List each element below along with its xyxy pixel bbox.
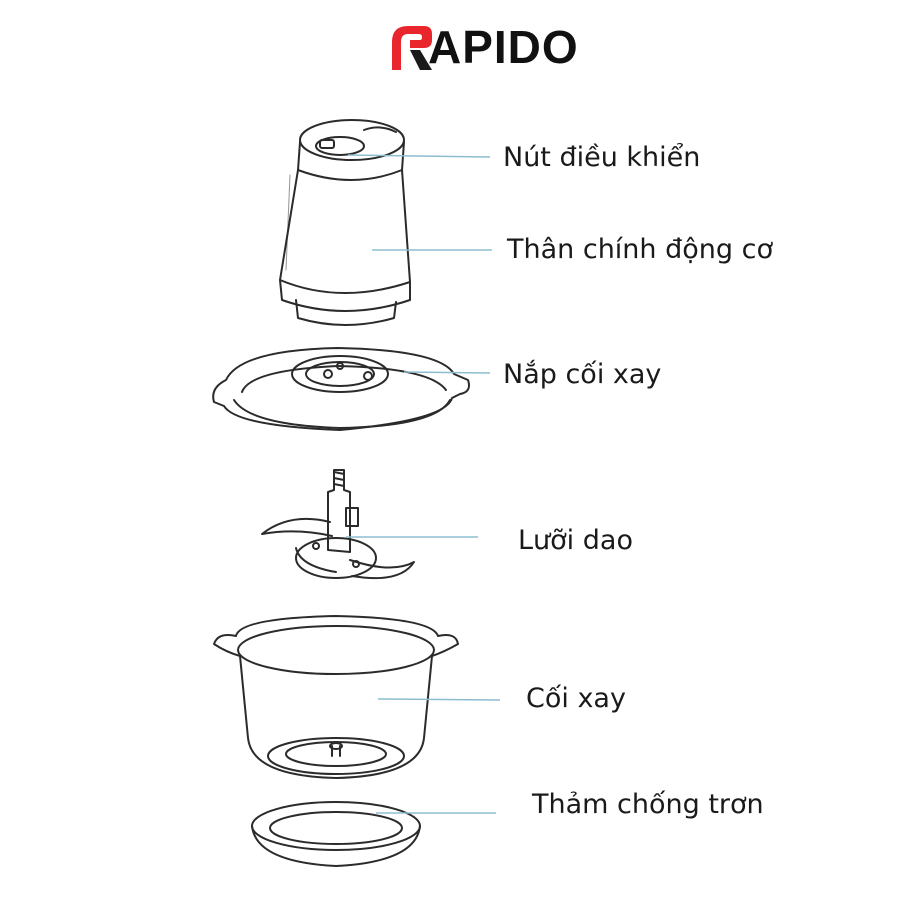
blade-assembly-illustration xyxy=(261,469,415,580)
label-grinding-bowl: Cối xay xyxy=(526,683,626,714)
leader-grinding-bowl xyxy=(377,698,501,701)
bowl-lid-illustration xyxy=(212,347,470,431)
motor-housing-illustration xyxy=(279,119,411,326)
grinding-bowl-illustration xyxy=(213,615,459,779)
leader-control-button xyxy=(347,154,491,158)
label-blade: Lưỡi dao xyxy=(518,525,633,556)
label-anti-slip-mat: Thảm chống trơn xyxy=(532,789,764,820)
label-motor-housing: Thân chính động cơ xyxy=(507,234,773,265)
label-control-button: Nút điều khiển xyxy=(503,142,701,173)
leader-bowl-lid xyxy=(403,371,491,374)
anti-slip-mat-illustration xyxy=(251,801,421,867)
logo-text: APIDO xyxy=(428,21,579,73)
rapido-logo-mark xyxy=(392,26,432,70)
label-bowl-lid: Nắp cối xay xyxy=(503,359,662,390)
rapido-logo: APIDO xyxy=(386,20,626,76)
